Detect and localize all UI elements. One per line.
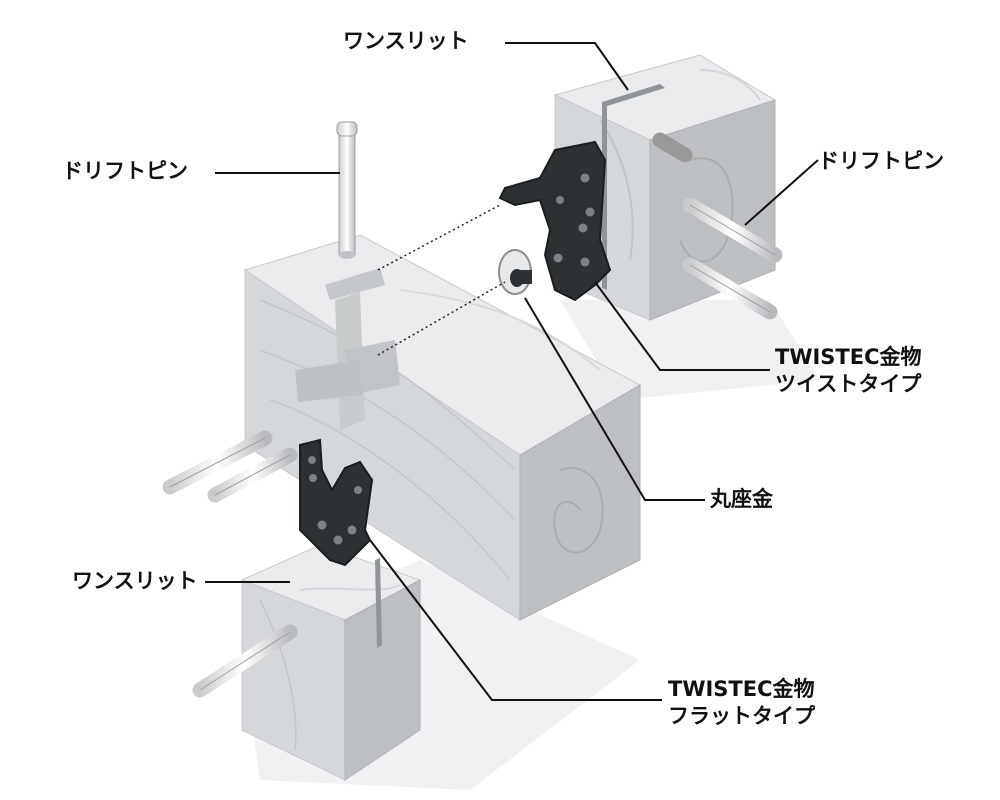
post-front-left	[192, 544, 422, 781]
leader-flat-type	[369, 539, 662, 701]
drift-pin-vertical	[336, 121, 358, 259]
twistec-flat-bracket	[299, 438, 374, 567]
label-drift-pin-left: ドリフトピン	[62, 159, 188, 183]
label-flat-type-line2: フラットタイプ	[668, 704, 815, 729]
label-wan-slit-top: ワンスリット	[343, 29, 469, 53]
twistec-twist-bracket	[498, 140, 612, 302]
label-washer: 丸座金	[710, 487, 773, 511]
label-flat-type: TWISTEC金物 フラットタイプ	[668, 676, 815, 731]
main-beam	[243, 234, 642, 621]
round-washer	[498, 249, 532, 295]
leader-drift-pin-right	[744, 159, 819, 226]
drift-pins-left	[162, 430, 298, 503]
label-twist-type-line1: TWISTEC金物	[775, 345, 922, 369]
assembly-dotted-lines	[377, 204, 506, 356]
leader-washer	[524, 297, 705, 501]
drift-pins-right	[652, 132, 783, 320]
label-twist-type-line2: ツイストタイプ	[775, 372, 922, 397]
leader-lines	[205, 42, 819, 701]
leader-twist-type	[594, 281, 770, 371]
label-flat-type-line1: TWISTEC金物	[668, 677, 815, 701]
label-wan-slit-bottom: ワンスリット	[72, 569, 198, 593]
leader-wan-slit-top	[505, 42, 629, 91]
label-drift-pin-right: ドリフトピン	[818, 149, 944, 173]
label-twist-type: TWISTEC金物 ツイストタイプ	[775, 344, 922, 399]
